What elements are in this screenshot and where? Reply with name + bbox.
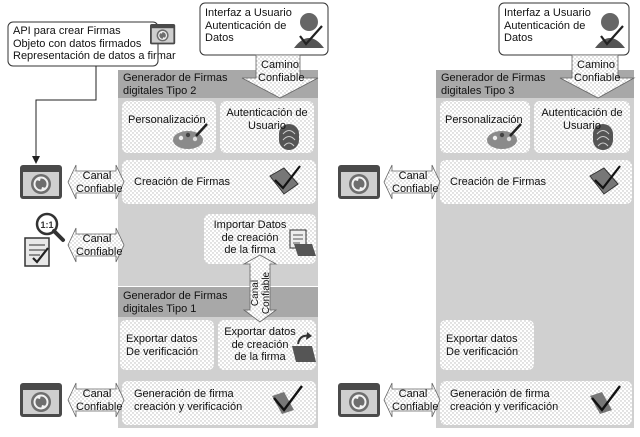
api-box-text: API para crear Firmas Objeto con datos f… (13, 25, 176, 63)
paint-palette-icon (487, 123, 522, 149)
fingerprint-icon (593, 124, 613, 150)
envelope-check-icon (269, 165, 301, 195)
right-personalization-label: Personalización (445, 114, 523, 126)
export-creation-line-1: Exportar datos (224, 326, 296, 338)
signature-creation-label: Creación de Firmas (134, 176, 230, 188)
zoom-magnifier-icon: 1:1 (35, 212, 65, 242)
r-channel-2-line-1: Canal (398, 388, 428, 400)
r-ui-line-1: Interfaz a Usuario (504, 7, 591, 19)
left-user-interface-text: Interfaz a Usuario Autenticación de Dato… (205, 7, 292, 45)
channel-3-label: Canal Confiable (76, 388, 123, 413)
paint-palette-icon (173, 123, 208, 149)
export-verif-line-1: Exportar datos (126, 333, 198, 345)
generator-type2-title: Generador de Firmas digitales Tipo 2 (123, 72, 228, 97)
gen2-line-2: digitales Tipo 2 (123, 84, 197, 97)
import-line-2: de creación (221, 231, 279, 244)
gen-verif-line-2: creación y verificación (134, 400, 243, 413)
r-trusted-line-1: Camino (577, 59, 615, 71)
import-line-3: de la firma (224, 244, 276, 256)
user-person-icon (595, 13, 625, 48)
checklist-document-icon (24, 237, 50, 267)
import-data-label: Importar Datos de creación de la firma (208, 219, 292, 257)
api-line-3: Representación de datos a firmar (13, 50, 176, 62)
channel-2-line-1: Canal (82, 233, 112, 245)
signature-check-icon (590, 385, 621, 414)
generator-type3-title: Generador de Firmas digitales Tipo 3 (441, 72, 546, 97)
right-user-auth-label: Autenticación de Usuario (536, 107, 628, 132)
r-channel-1-line-1: Canal (398, 170, 428, 182)
envelope-check-icon (589, 165, 621, 195)
export-creation-line-3: de la firma (234, 351, 286, 363)
ui-line-2: Autenticación de (205, 19, 287, 32)
trusted-path-line-1: Camino (261, 59, 299, 71)
export-verification-label: Exportar datos De verificación (126, 333, 198, 358)
right-trusted-path-label: Camino Confiable (574, 59, 621, 84)
export-creation-line-2: de creación (231, 338, 289, 351)
channel-1-line-2: Confiable (76, 182, 123, 195)
channel-1-label: Canal Confiable (76, 170, 123, 195)
channel-arrows (67, 164, 441, 418)
api-connector-line (35, 66, 97, 160)
channel-3-line-2: Confiable (76, 400, 123, 413)
r-ui-line-3: Datos (504, 32, 533, 44)
vertical-channel-label: Canal Confiable (250, 268, 272, 318)
user-auth-line-1: Autenticación de (226, 107, 308, 119)
api-line-1: API para crear Firmas (13, 25, 121, 37)
left-trusted-path-label: Camino Confiable (258, 59, 305, 84)
r-ui-line-2: Autenticación de (504, 19, 586, 32)
boxes (7, 2, 632, 425)
channel-2-label: Canal Confiable (76, 233, 123, 258)
gen2-line-1: Generador de Firmas (123, 72, 228, 84)
r-channel-1-line-2: Confiable (392, 182, 439, 195)
r-gen-verif-line-1: Generación de firma (450, 388, 550, 400)
gen-verif-line-1: Generación de firma (134, 388, 234, 400)
export-verif-line-2: De verificación (126, 345, 199, 358)
generation-verification-label: Generación de firma creación y verificac… (134, 388, 242, 413)
signature-check-icon (272, 385, 303, 414)
personalization-label: Personalización (128, 114, 206, 126)
api-line-2: Objeto con datos firmados (13, 37, 142, 50)
r-auth-line-2: Usuario (563, 119, 601, 132)
right-channel-1-label: Canal Confiable (392, 170, 439, 195)
r-channel-2-line-2: Confiable (392, 400, 439, 413)
channel-3-line-1: Canal (82, 388, 112, 400)
r-export-line-1: Exportar datos (446, 333, 518, 345)
channel-2-line-2: Confiable (76, 245, 123, 258)
import-box-icon (289, 229, 316, 256)
user-auth-label: Autenticación de Usuario (222, 107, 312, 132)
r-export-line-2: De verificación (446, 345, 519, 358)
svg-text:1:1: 1:1 (40, 220, 53, 230)
r-auth-line-1: Autenticación de (541, 107, 623, 119)
r-gen-verif-line-2: creación y verificación (450, 400, 559, 413)
user-person-icon (294, 13, 324, 48)
gen1-line-1: Generador de Firmas (123, 290, 228, 302)
right-signature-creation-label: Creación de Firmas (450, 176, 546, 188)
generator-type1-title: Generador de Firmas digitales Tipo 1 (123, 290, 228, 315)
export-creation-label: Exportar datos de creación de la firma (220, 326, 300, 364)
export-box-icon (292, 332, 316, 362)
r-trusted-line-2: Confiable (574, 71, 621, 84)
trusted-path-line-2: Confiable (258, 71, 305, 84)
vertical-channel-line-1: Canal (250, 279, 261, 307)
gen1-line-2: digitales Tipo 1 (123, 302, 197, 315)
import-line-1: Importar Datos (213, 219, 287, 231)
trusted-path-arrow-right (559, 54, 636, 99)
trusted-path-arrow-left (241, 54, 319, 99)
right-generation-verification-label: Generación de firma creación y verificac… (450, 388, 558, 413)
right-channel-2-label: Canal Confiable (392, 388, 439, 413)
right-export-verification-label: Exportar datos De verificación (446, 333, 518, 358)
ui-line-3: Datos (205, 32, 234, 44)
vertical-channel-line-2: Confiable (261, 271, 272, 315)
right-user-interface-text: Interfaz a Usuario Autenticación de Dato… (504, 7, 591, 45)
gen3-line-2: digitales Tipo 3 (441, 84, 515, 97)
fingerprint-icon (279, 124, 299, 150)
channel-1-line-1: Canal (82, 170, 112, 182)
ui-line-1: Interfaz a Usuario (205, 7, 292, 19)
gen3-line-1: Generador de Firmas (441, 72, 546, 84)
user-auth-line-2: Usuario (248, 119, 286, 132)
